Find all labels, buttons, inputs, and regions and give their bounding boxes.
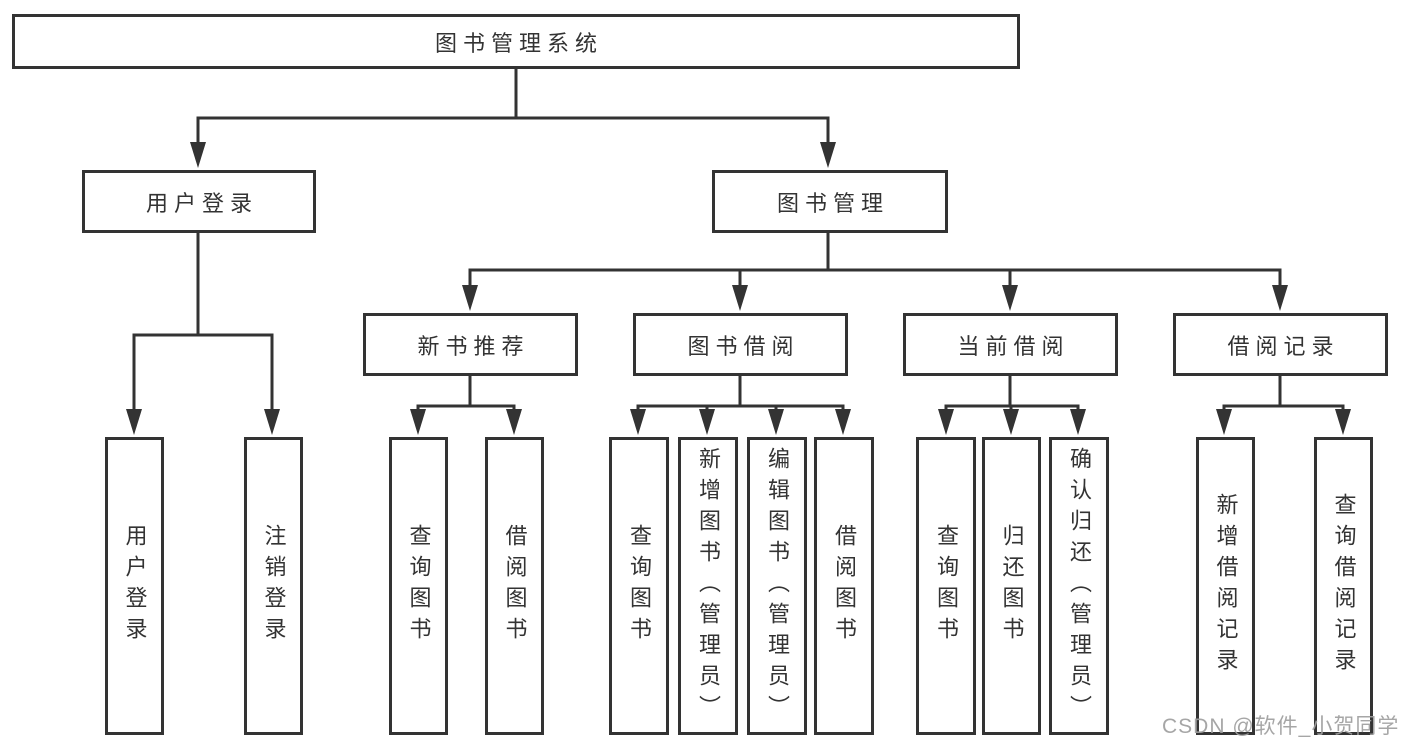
node-current-borrow: 当前借阅 [903, 313, 1118, 376]
leaf-borrow-books-recommend: 借阅图书 [485, 437, 544, 735]
node-borrow-records: 借阅记录 [1173, 313, 1388, 376]
node-new-book-recommend: 新书推荐 [363, 313, 578, 376]
leaf-query-books-borrow: 查询图书 [609, 437, 669, 735]
node-book-management: 图书管理 [712, 170, 948, 233]
leaf-query-borrow-record: 查询借阅记录 [1314, 437, 1373, 735]
leaf-logout: 注销登录 [244, 437, 303, 735]
node-book-borrow: 图书借阅 [633, 313, 848, 376]
leaf-add-borrow-record: 新增借阅记录 [1196, 437, 1255, 735]
csdn-watermark: CSDN @软件_小贺同学 [1162, 715, 1400, 738]
leaf-borrow-books: 借阅图书 [814, 437, 874, 735]
leaf-add-book-admin: 新增图书（管理员） [678, 437, 738, 735]
leaf-return-book: 归还图书 [982, 437, 1041, 735]
leaf-query-books-current: 查询图书 [916, 437, 976, 735]
node-root: 图书管理系统 [12, 14, 1020, 69]
leaf-user-login: 用户登录 [105, 437, 164, 735]
leaf-edit-book-admin: 编辑图书（管理员） [747, 437, 807, 735]
leaf-query-books-recommend: 查询图书 [389, 437, 448, 735]
leaf-confirm-return-admin: 确认归还（管理员） [1049, 437, 1109, 735]
node-user-login: 用户登录 [82, 170, 316, 233]
